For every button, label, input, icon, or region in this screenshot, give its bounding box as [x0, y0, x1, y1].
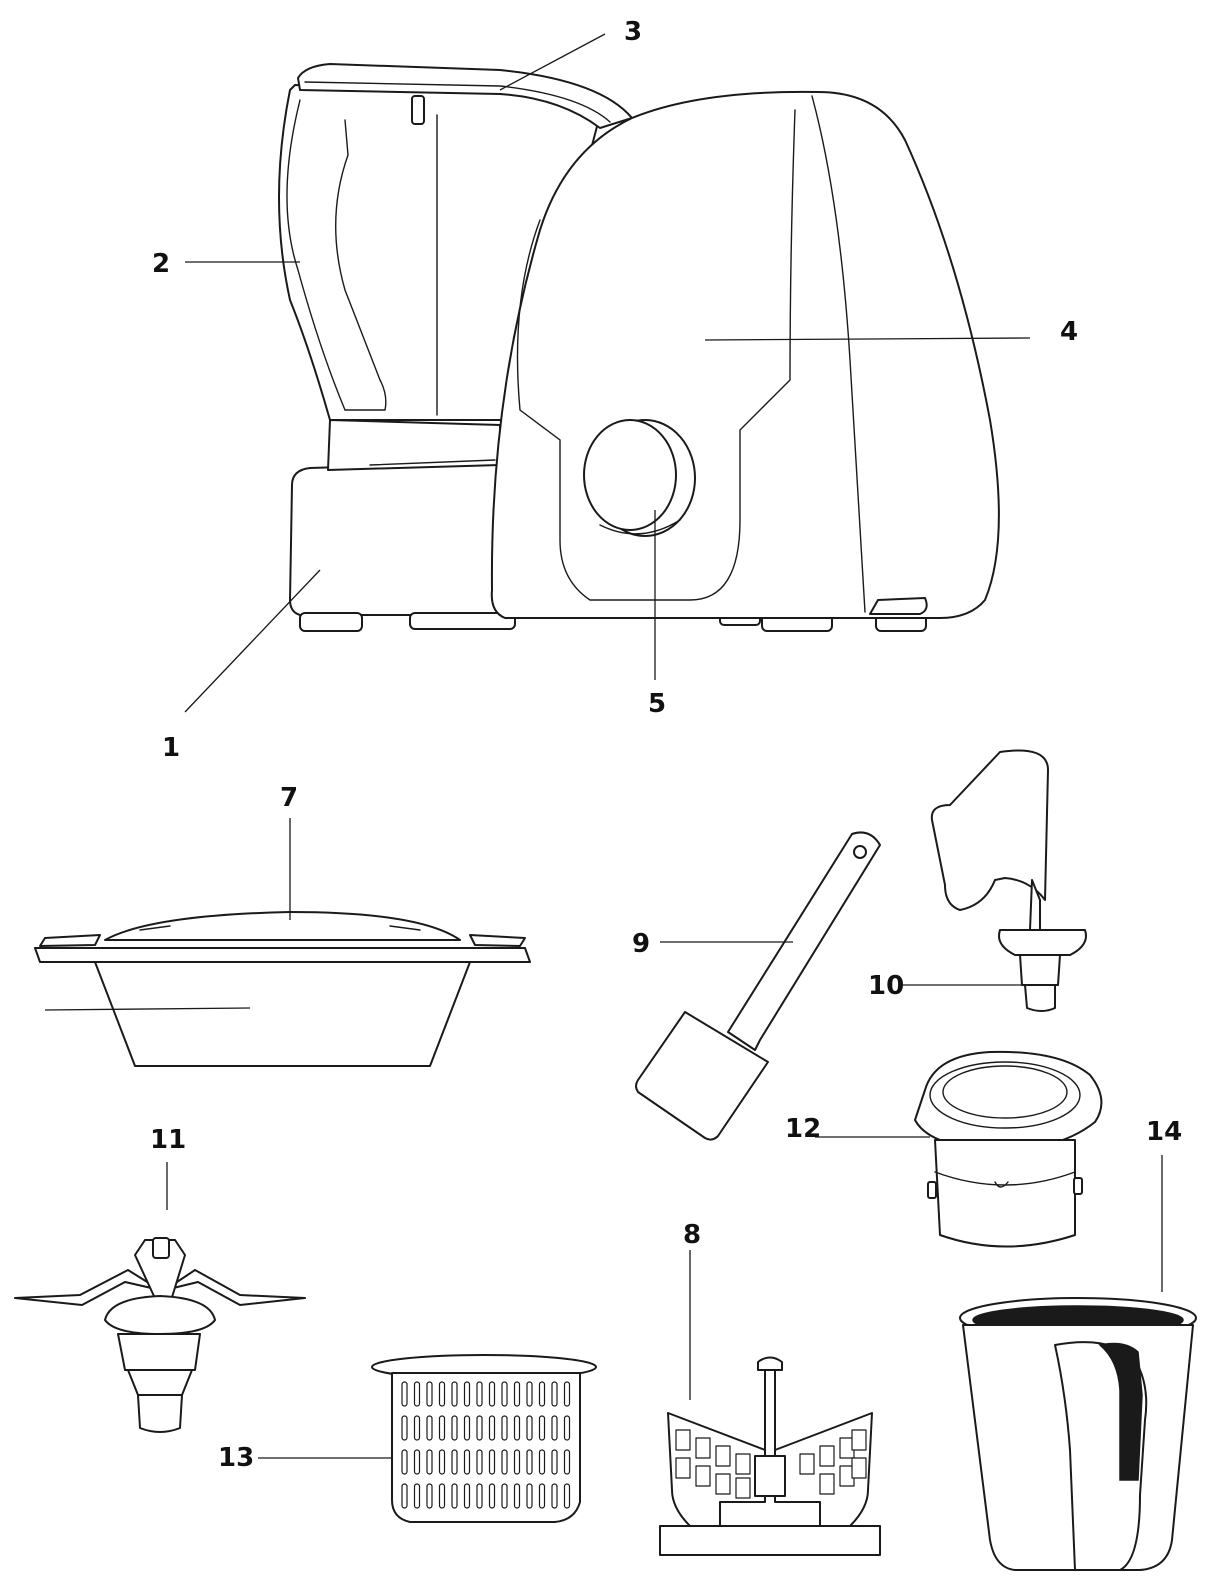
basket-slot: [463, 1415, 471, 1441]
basket-slot: [526, 1449, 533, 1475]
whisk-grid-cell: [715, 1445, 731, 1467]
basket-slot: [438, 1449, 446, 1475]
basket-slot: [526, 1415, 533, 1441]
whisk-grid-cell: [851, 1429, 867, 1451]
basket-slot: [476, 1483, 483, 1509]
callout-11: 11: [150, 1125, 186, 1155]
whisk-grid: [675, 1429, 867, 1499]
callout-12: 12: [785, 1114, 821, 1144]
whisk-grid-cell: [695, 1465, 711, 1487]
basket-slot: [463, 1483, 471, 1509]
basket-slot: [501, 1381, 508, 1407]
callout-1: 1: [162, 733, 180, 763]
callout-labels: 1 2 3 4 5 7 8 9 10 11 12 13 14: [150, 17, 1182, 1473]
basket-slot: [563, 1415, 571, 1441]
blade-assembly: [14, 1237, 306, 1433]
basket-slot: [426, 1483, 433, 1509]
callout-5: 5: [648, 689, 666, 719]
basket-slot: [551, 1381, 558, 1407]
basket-slot: [551, 1415, 558, 1441]
basket-slot: [438, 1381, 446, 1407]
whisk-grid-cell: [851, 1457, 867, 1479]
callout-9: 9: [632, 929, 650, 959]
basket-slot: [551, 1483, 558, 1509]
basket-slot: [451, 1415, 458, 1441]
whisk-grid-cell: [819, 1473, 835, 1495]
basket-slot: [438, 1415, 446, 1441]
lid: [297, 63, 633, 129]
basket-slot: [488, 1415, 496, 1441]
basket-slot: [551, 1449, 558, 1475]
cover-accessory: [914, 1050, 1103, 1248]
mixing-jug: [959, 1297, 1197, 1571]
callout-7: 7: [280, 783, 298, 813]
whisk-grid-cell: [675, 1457, 691, 1479]
basket-slot: [538, 1449, 546, 1475]
basket-slot: [426, 1449, 433, 1475]
basket-slot: [501, 1483, 508, 1509]
callout-10: 10: [868, 971, 904, 1001]
basket-slot: [563, 1381, 571, 1407]
spatula: [635, 831, 881, 1141]
basket-slot: [463, 1449, 471, 1475]
basket-slot: [501, 1415, 508, 1441]
basket-slot: [538, 1415, 546, 1441]
basket-slot: [538, 1381, 546, 1407]
callout-2: 2: [152, 249, 170, 279]
basket-slot: [401, 1449, 408, 1475]
basket-slot: [488, 1449, 496, 1475]
strainer-basket: [371, 1354, 597, 1523]
basket-slot: [538, 1483, 546, 1509]
basket-slot: [451, 1381, 458, 1407]
basket-slot: [513, 1483, 521, 1509]
basket-slot: [563, 1449, 571, 1475]
basket-slot: [438, 1483, 446, 1509]
basket-slot: [513, 1449, 521, 1475]
whisk-grid-cell: [735, 1477, 751, 1499]
whisk-grid-cell: [715, 1473, 731, 1495]
callout-8: 8: [683, 1220, 701, 1250]
whisk-grid-cell: [819, 1445, 835, 1467]
basket-slot: [413, 1483, 421, 1509]
basket-slot: [401, 1483, 408, 1509]
selector-knob: [583, 419, 696, 537]
whisk-grid-cell: [799, 1453, 815, 1475]
basket-slot: [426, 1415, 433, 1441]
basket-slot: [476, 1415, 483, 1441]
basket-slot: [451, 1483, 458, 1509]
basket-slot: [463, 1381, 471, 1407]
basket-slot: [501, 1449, 508, 1475]
whisk-grid-cell: [695, 1437, 711, 1459]
motor-housing: [490, 90, 1000, 619]
butterfly-whisk: [659, 1356, 881, 1556]
basket-slot: [513, 1381, 521, 1407]
basket-slot: [401, 1381, 408, 1407]
callout-4: 4: [1060, 317, 1078, 347]
basket-slots: [401, 1381, 571, 1509]
steamer-accessory: [34, 911, 531, 1067]
basket-slot: [526, 1381, 533, 1407]
callout-3: 3: [624, 17, 642, 47]
basket-slot: [413, 1449, 421, 1475]
basket-slot: [488, 1483, 496, 1509]
basket-slot: [488, 1381, 496, 1407]
basket-slot: [426, 1381, 433, 1407]
whisk-grid-cell: [675, 1429, 691, 1451]
basket-slot: [526, 1483, 533, 1509]
callout-13: 13: [218, 1443, 254, 1473]
basket-slot: [513, 1415, 521, 1441]
basket-slot: [563, 1483, 571, 1509]
measuring-cup: [930, 749, 1087, 1012]
basket-slot: [413, 1381, 421, 1407]
callout-14: 14: [1146, 1117, 1182, 1147]
basket-slot: [476, 1449, 483, 1475]
basket-slot: [451, 1449, 458, 1475]
basket-slot: [476, 1381, 483, 1407]
basket-slot: [413, 1415, 421, 1441]
basket-slot: [401, 1415, 408, 1441]
leader-lines: [44, 33, 1163, 1459]
main-appliance: [278, 63, 1000, 632]
whisk-grid-cell: [735, 1453, 751, 1475]
